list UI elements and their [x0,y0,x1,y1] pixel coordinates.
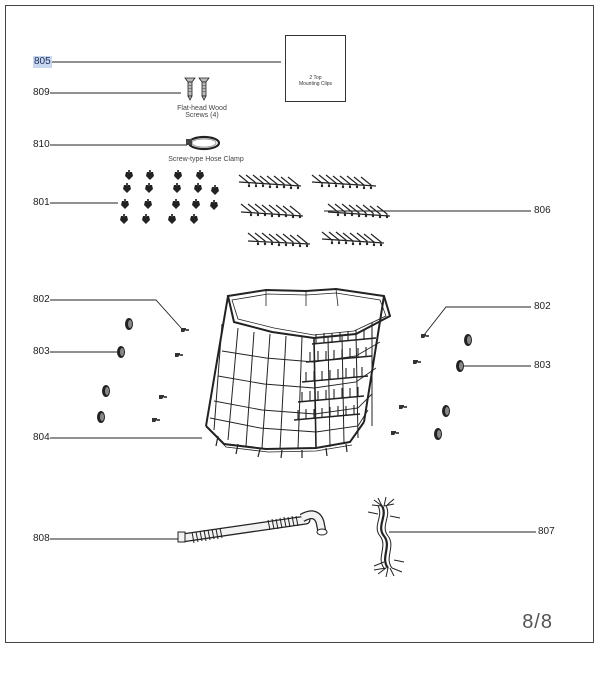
dish-rack-804 [205,287,392,459]
callout-802-right: 802 [534,301,551,312]
wood-screws-illustration [184,77,210,101]
callout-805: 805 [33,56,52,68]
leader-lines [50,61,536,540]
mounting-clips-inset: 2 Top Mounting Clips [285,35,346,102]
parts-diagram-page: 2 Top Mounting Clips 805 809 810 801 806… [5,5,594,643]
drain-hose-808 [177,510,328,544]
callout-803-left: 803 [33,346,50,357]
hose-clamp-illustration [186,135,221,151]
page-number: 8/8 [522,611,553,633]
callout-808: 808 [33,533,50,544]
wire-harness-807 [367,496,405,578]
mounting-clips-caption-line1: 2 Top [309,75,322,81]
clips-802 [152,328,429,435]
callout-810: 810 [33,139,50,150]
tine-rows-806 [238,174,391,248]
callout-801: 801 [33,197,50,208]
callout-802-left: 802 [33,294,50,305]
callout-804: 804 [33,432,50,443]
screws-caption-line2: Screws (4) [185,112,219,119]
callout-803-right: 803 [534,360,551,371]
rack-nubs-801 [120,170,219,224]
screws-caption-line1: Flat-head Wood [177,105,227,112]
hose-clamp-caption: Screw-type Hose Clamp [168,156,244,163]
mounting-clips-caption-line2: Mounting Clips [298,81,333,87]
callout-806: 806 [534,205,551,216]
callout-807: 807 [538,526,555,537]
callout-809: 809 [33,87,50,98]
